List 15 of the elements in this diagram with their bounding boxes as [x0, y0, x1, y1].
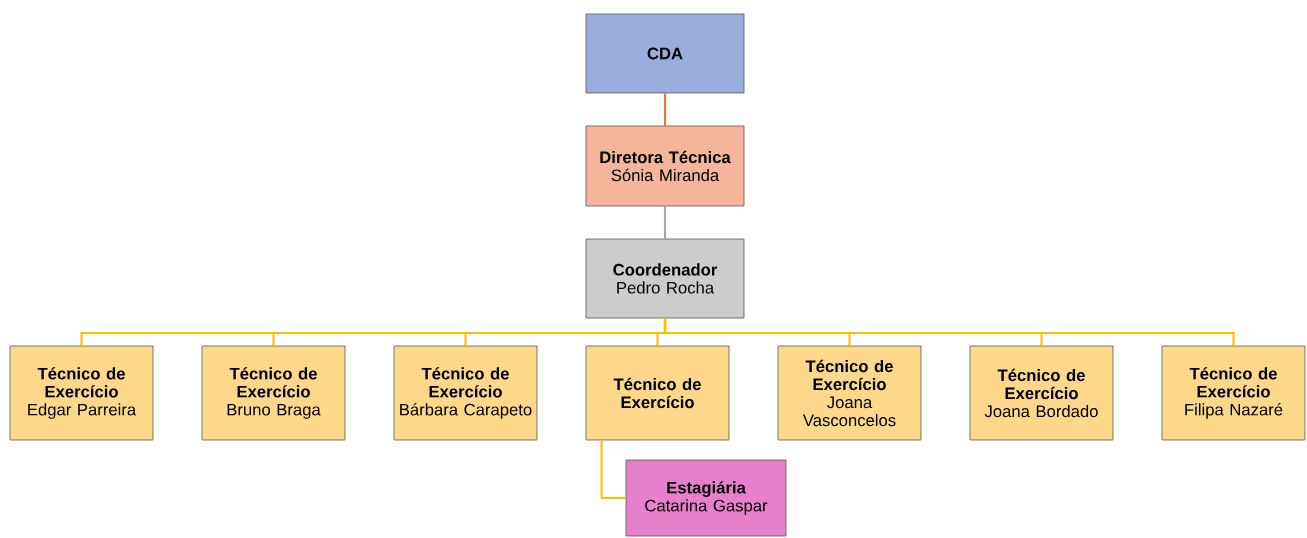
org-box: Técnico de Exercício [585, 345, 730, 441]
org-box: Coordenador Pedro Rocha [585, 238, 745, 319]
org-box: Técnico de Exercício Bruno Braga [201, 345, 346, 441]
connector-line [600, 440, 626, 500]
org-box: Técnico de Exercício Bárbara Carapeto [393, 345, 538, 441]
org-box: CDA [585, 13, 745, 94]
connector-line [663, 93, 667, 126]
org-box: Técnico de Exercício Filipa Nazaré [1161, 345, 1306, 441]
connector-line [663, 318, 1235, 346]
org-box: Técnico de Exercício Edgar Parreira [9, 345, 154, 441]
org-box: Técnico de Exercício Joana Vasconcelos [777, 345, 922, 441]
org-box: Estagiária Catarina Gaspar [625, 459, 787, 537]
connector-line [663, 206, 667, 239]
org-box: Técnico de Exercício Joana Bordado [969, 345, 1114, 441]
org-box: Diretora Técnica Sónia Miranda [585, 125, 745, 207]
